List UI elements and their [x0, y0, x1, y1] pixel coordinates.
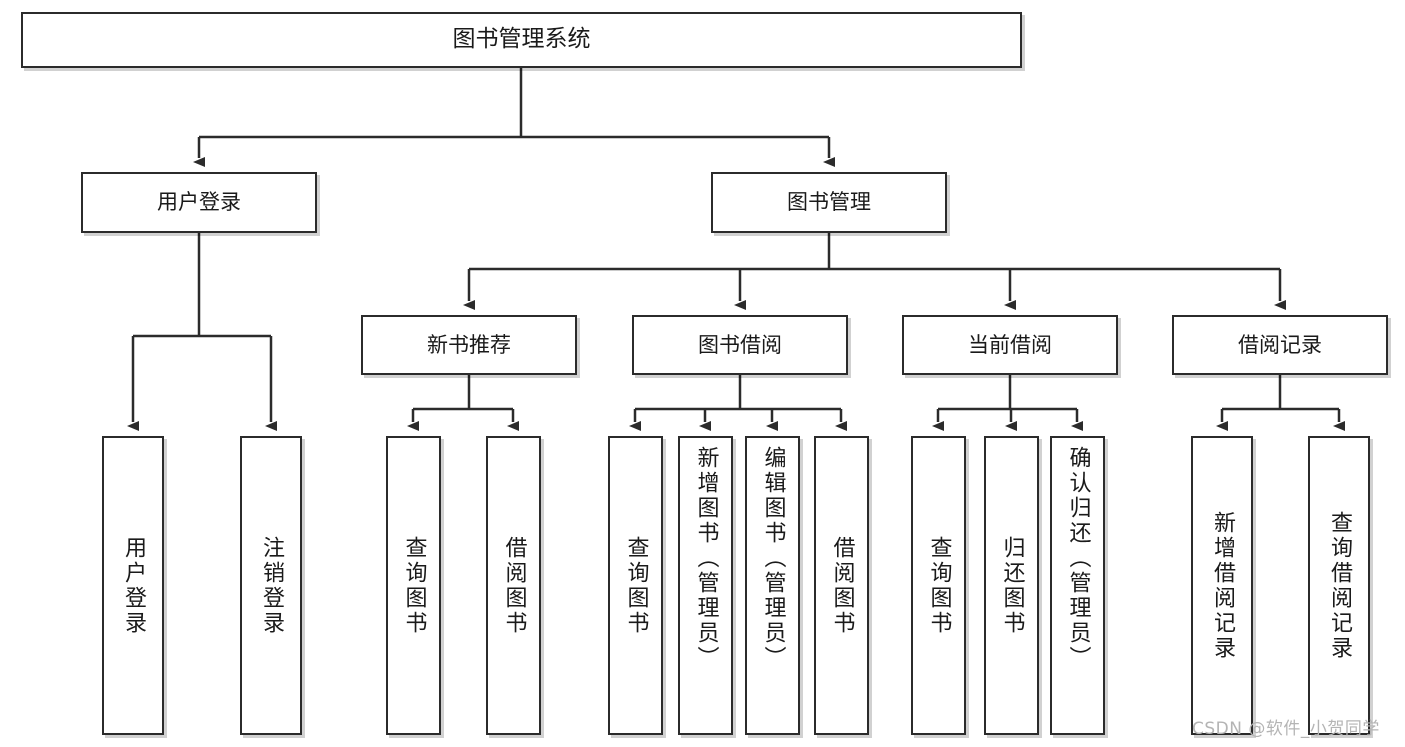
node-borrow-records-label: 借阅记录 [1238, 332, 1322, 357]
leaf-query-book-new-label: 查询图书 [401, 535, 427, 636]
node-user-login-label: 用户登录 [157, 190, 241, 215]
leaf-confirm-return-admin-label: 确认归还（管理员） [1065, 446, 1091, 671]
node-book-management-label: 图书管理 [787, 190, 871, 215]
leaf-return-book[interactable]: 归还图书 [984, 436, 1039, 735]
node-current-borrow-label: 当前借阅 [968, 332, 1052, 357]
csdn-watermark: CSDN @软件_小贺同学 [1192, 719, 1380, 739]
leaf-query-book-new[interactable]: 查询图书 [386, 436, 441, 735]
node-root[interactable]: 图书管理系统 [21, 12, 1022, 68]
node-user-login[interactable]: 用户登录 [81, 172, 317, 233]
leaf-query-borrow-record[interactable]: 查询借阅记录 [1308, 436, 1370, 735]
leaf-user-login[interactable]: 用户登录 [102, 436, 164, 735]
node-borrow-records[interactable]: 借阅记录 [1172, 315, 1388, 375]
leaf-user-login-label: 用户登录 [121, 535, 146, 636]
leaf-query-book-borrow[interactable]: 查询图书 [608, 436, 663, 735]
leaf-query-book-current-label: 查询图书 [926, 535, 952, 636]
node-book-borrow-label: 图书借阅 [698, 332, 782, 357]
leaf-query-borrow-record-label: 查询借阅记录 [1327, 510, 1352, 661]
leaf-lend-book[interactable]: 借阅图书 [814, 436, 869, 735]
leaf-edit-book-admin[interactable]: 编辑图书（管理员） [745, 436, 800, 735]
leaf-add-borrow-record-label: 新增借阅记录 [1210, 510, 1235, 661]
node-book-management[interactable]: 图书管理 [711, 172, 947, 233]
leaf-logout[interactable]: 注销登录 [240, 436, 302, 735]
leaf-add-borrow-record[interactable]: 新增借阅记录 [1191, 436, 1253, 735]
node-new-book-recommend-label: 新书推荐 [427, 332, 511, 357]
leaf-return-book-label: 归还图书 [999, 535, 1025, 636]
node-book-borrow[interactable]: 图书借阅 [632, 315, 848, 375]
node-root-label: 图书管理系统 [452, 26, 591, 53]
leaf-borrow-book-new[interactable]: 借阅图书 [486, 436, 541, 735]
leaf-logout-label: 注销登录 [259, 535, 284, 636]
leaf-confirm-return-admin[interactable]: 确认归还（管理员） [1050, 436, 1105, 735]
node-new-book-recommend[interactable]: 新书推荐 [361, 315, 577, 375]
leaf-edit-book-admin-label: 编辑图书（管理员） [760, 446, 786, 671]
node-current-borrow[interactable]: 当前借阅 [902, 315, 1118, 375]
leaf-lend-book-label: 借阅图书 [829, 535, 855, 636]
leaf-borrow-book-new-label: 借阅图书 [501, 535, 527, 636]
leaf-query-book-borrow-label: 查询图书 [623, 535, 649, 636]
leaf-add-book-admin[interactable]: 新增图书（管理员） [678, 436, 733, 735]
leaf-query-book-current[interactable]: 查询图书 [911, 436, 966, 735]
leaf-add-book-admin-label: 新增图书（管理员） [693, 446, 719, 671]
